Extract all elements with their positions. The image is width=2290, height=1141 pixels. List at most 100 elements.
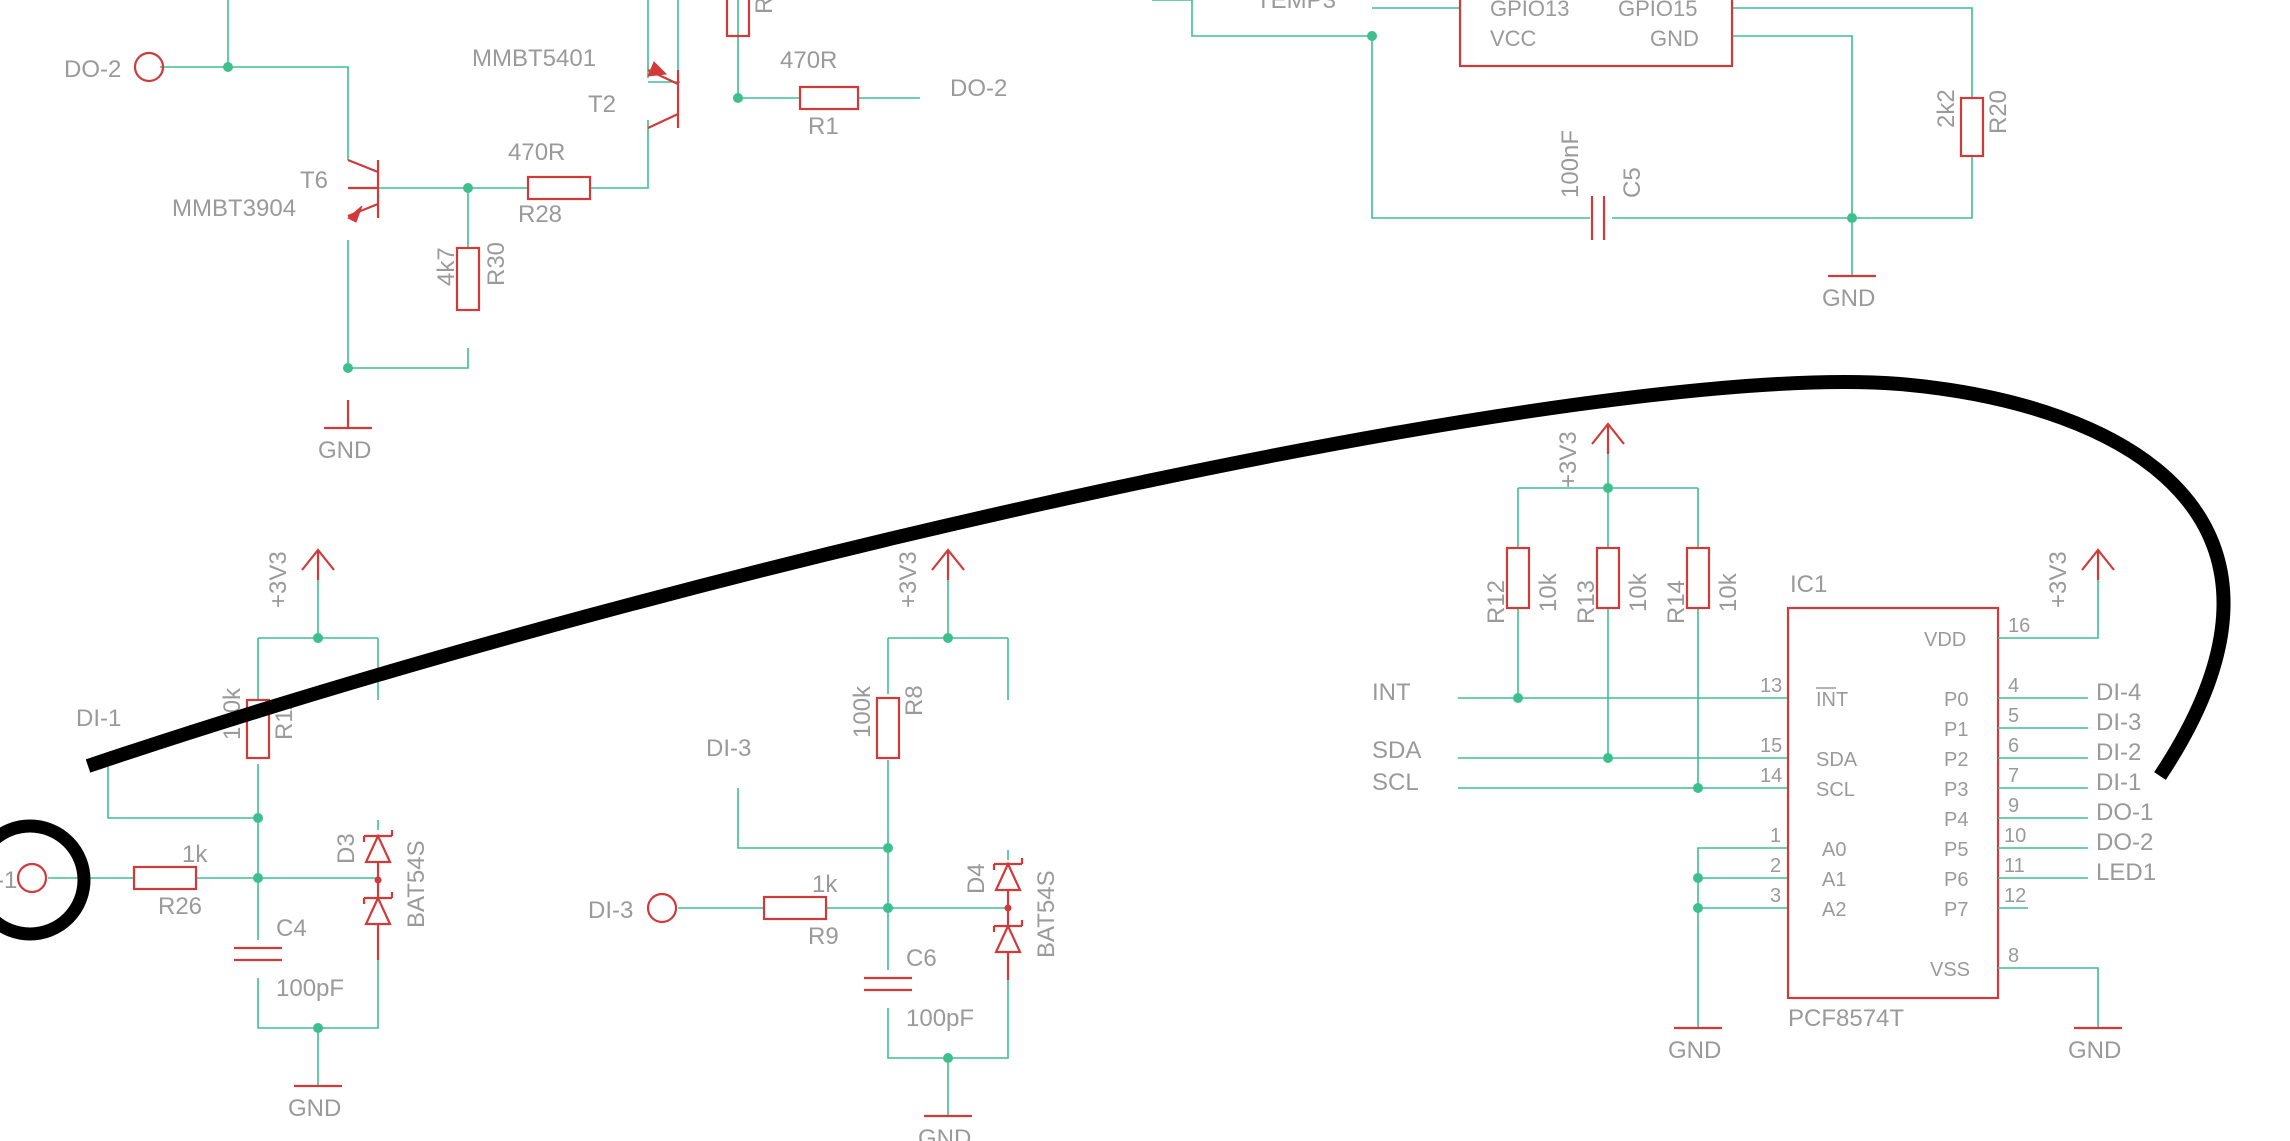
annotation-circle xyxy=(0,819,91,941)
junction xyxy=(313,633,323,643)
pin-name: P4 xyxy=(1944,809,1968,831)
junction xyxy=(883,903,893,913)
t2-transistor xyxy=(647,61,680,129)
c6-ref: C6 xyxy=(906,945,937,972)
do2-net-label: DO-2 xyxy=(950,75,1007,102)
di1-supply-arrow xyxy=(301,548,335,580)
pullup-supply-arrow xyxy=(1591,422,1625,454)
r1-ref: R1 xyxy=(808,113,839,140)
pin-name: P6 xyxy=(1944,869,1968,891)
r9-resistor xyxy=(762,895,828,921)
net-scl-label: SCL xyxy=(1372,769,1419,796)
r20-ref: R20 xyxy=(1985,90,2012,134)
pin-vcc: VCC xyxy=(1490,26,1537,51)
pin-name: P5 xyxy=(1944,839,1968,861)
pin-name: A1 xyxy=(1822,869,1846,891)
r28-value: 470R xyxy=(508,139,565,166)
di3-port-label: DI-3 xyxy=(588,897,633,924)
pin-name: SDA xyxy=(1816,749,1858,771)
junction xyxy=(1847,213,1857,223)
pin-num: 16 xyxy=(2008,615,2030,637)
r13-value: 10k xyxy=(1625,572,1652,612)
r30-value: 4k7 xyxy=(433,247,460,286)
di3-supply: +3V3 xyxy=(895,551,922,608)
pin-name: P3 xyxy=(1944,779,1968,801)
c4-ref: C4 xyxy=(276,915,307,942)
junction xyxy=(253,873,263,883)
r28-resistor xyxy=(526,175,592,201)
ic-supply-right: +3V3 xyxy=(2045,551,2072,608)
pin-num: 11 xyxy=(2004,855,2025,877)
do2-port-label: DO-2 xyxy=(64,56,121,83)
d4-diode xyxy=(992,858,1024,980)
c5-ref: C5 xyxy=(1619,167,1646,198)
pin-name: A2 xyxy=(1822,899,1846,921)
pin-num: 1 xyxy=(1770,825,1781,847)
pullup-supply: +3V3 xyxy=(1555,431,1582,488)
junction xyxy=(223,62,233,72)
ic-supply-arrow xyxy=(2081,548,2115,580)
r26-value: 1k xyxy=(182,841,208,868)
pin-name: P0 xyxy=(1944,689,1968,711)
pin-num: 9 xyxy=(2008,795,2019,817)
t2-part: MMBT5401 xyxy=(472,45,596,72)
junction xyxy=(253,813,263,823)
r26-resistor xyxy=(132,865,198,891)
junction xyxy=(943,1053,953,1063)
pin-num: 10 xyxy=(2004,825,2026,847)
r12-ref: R12 xyxy=(1483,580,1510,624)
ic1-body xyxy=(1786,606,2000,1000)
do2-driver-block: DO-2 T6 MMBT3904 470R R28 4k7 R30 GND xyxy=(64,0,1007,464)
junction xyxy=(883,843,893,853)
r12-resistor xyxy=(1505,546,1531,610)
pin-name: P2 xyxy=(1944,749,1968,771)
hand-annotation xyxy=(0,375,2231,941)
r8-resistor xyxy=(875,696,901,760)
di1-port-label: DI-1 xyxy=(0,867,17,894)
di3-gnd-label: GND xyxy=(918,1125,971,1141)
t2-ref: T2 xyxy=(588,91,616,118)
net-int-label: INT xyxy=(1372,679,1411,706)
pin-num: 4 xyxy=(2008,675,2019,697)
junction xyxy=(313,1023,323,1033)
pin-num: 8 xyxy=(2008,945,2019,967)
c6-value: 100pF xyxy=(906,1005,974,1032)
pin-name: VSS xyxy=(1930,959,1970,981)
r14-resistor xyxy=(1685,546,1711,610)
net-label: DI-4 xyxy=(2096,679,2141,706)
junction xyxy=(943,633,953,643)
r9-ref: R9 xyxy=(808,923,839,950)
c5-value: 100nF xyxy=(1557,130,1584,198)
pin-num: 13 xyxy=(1760,675,1782,697)
d3-part: BAT54S xyxy=(403,840,430,928)
net-label: DO-1 xyxy=(2096,799,2153,826)
pin-num: 5 xyxy=(2008,705,2019,727)
ic-gnd-left-label: GND xyxy=(1668,1037,1721,1064)
pin-num: 3 xyxy=(1770,885,1781,907)
di1-gnd-label: GND xyxy=(288,1095,341,1122)
pin-num: 14 xyxy=(1760,765,1782,787)
d4-ref: D4 xyxy=(963,863,990,894)
r1-resistor xyxy=(798,85,860,111)
r30-resistor xyxy=(455,246,481,312)
r12-value: 10k xyxy=(1535,572,1562,612)
pin-num: 6 xyxy=(2008,735,2019,757)
net-label: DI-1 xyxy=(2096,769,2141,796)
net-label: DI-2 xyxy=(2096,739,2141,766)
ic1-part: PCF8574T xyxy=(1788,1005,1904,1032)
net-sda-label: SDA xyxy=(1372,737,1421,764)
r9-value: 1k xyxy=(812,871,838,898)
r11-resistor xyxy=(245,698,271,760)
temp-sensor-block: TEMP3 GPIO13 VCC GPIO15 GND 100nF C5 2k2… xyxy=(1152,0,2012,312)
ic-gnd-right-label: GND xyxy=(2068,1037,2121,1064)
partial-top-ref: R xyxy=(751,0,778,14)
ic1-block: +3V3 R12 10k R13 10k R14 10k INT SDA SCL… xyxy=(1372,422,2156,1064)
net-label: LED1 xyxy=(2096,859,2156,886)
r28-ref: R28 xyxy=(518,201,562,228)
di3-net-label: DI-3 xyxy=(706,735,751,762)
t6-part: MMBT3904 xyxy=(172,195,296,222)
junction xyxy=(1693,903,1703,913)
junction xyxy=(1367,31,1377,41)
pin-name: P1 xyxy=(1944,719,1968,741)
r20-resistor xyxy=(1959,96,1985,158)
